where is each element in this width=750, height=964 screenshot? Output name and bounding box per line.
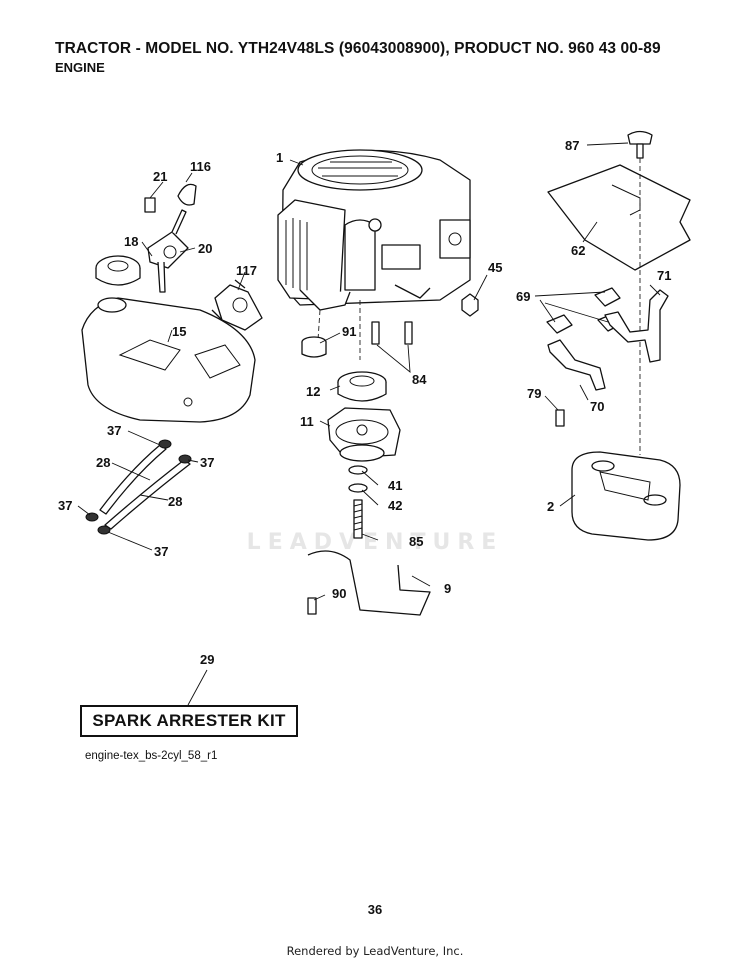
callout-9: 9: [444, 581, 451, 596]
callout-41: 41: [388, 478, 402, 493]
callout-84: 84: [412, 372, 427, 387]
leader-lines: [77, 142, 661, 706]
callout-79: 79: [527, 386, 541, 401]
callout-91: 91: [342, 324, 356, 339]
page-number: 36: [367, 902, 383, 917]
diagram-filename: engine-tex_bs-2cyl_58_r1: [85, 750, 218, 762]
bushing[interactable]: [301, 336, 327, 358]
callout-117: 117: [236, 263, 257, 278]
callout-12: 12: [306, 384, 320, 399]
callout-labels: 1 2 9 11 12 15 18 20 21 28 28 29 37 37 3…: [58, 138, 671, 667]
callout-116: 116: [190, 159, 211, 174]
callout-69: 69: [516, 289, 530, 304]
callout-45: 45: [488, 260, 502, 275]
exhaust-screw[interactable]: [555, 409, 565, 427]
fuel-tank[interactable]: [81, 297, 256, 423]
spark-arrester-kit-box[interactable]: SPARK ARRESTER KIT: [80, 705, 298, 737]
muffler-heat-shield[interactable]: [547, 130, 691, 271]
footer-credit: Rendered by LeadVenture, Inc.: [286, 944, 464, 958]
watermark: LEADVENTURE: [246, 530, 504, 555]
callout-70: 70: [590, 399, 604, 414]
page-title: TRACTOR - MODEL NO. YTH24V48LS (96043008…: [55, 40, 661, 57]
engine-bolts[interactable]: [371, 321, 413, 345]
page-subtitle: ENGINE: [55, 60, 105, 75]
exhaust-pipes[interactable]: [547, 289, 669, 391]
callout-11: 11: [300, 414, 314, 429]
callout-1: 1: [276, 150, 283, 165]
page-header: TRACTOR - MODEL NO. YTH24V48LS (96043008…: [55, 40, 661, 75]
engine-assembly[interactable]: [277, 149, 471, 311]
fuel-lines[interactable]: [85, 439, 192, 535]
callout-90: 90: [332, 586, 346, 601]
fuel-valve[interactable]: [211, 279, 263, 331]
callout-28-lower: 28: [168, 494, 182, 509]
callout-2: 2: [547, 499, 554, 514]
callout-21: 21: [153, 169, 167, 184]
callout-62: 62: [571, 243, 585, 258]
engine-pulley[interactable]: [337, 371, 387, 402]
callout-85: 85: [409, 534, 423, 549]
callout-29: 29: [200, 652, 214, 667]
callout-18: 18: [124, 234, 138, 249]
clutch-hardware[interactable]: [348, 465, 368, 539]
callout-15: 15: [172, 324, 186, 339]
callout-28-upper: 28: [96, 455, 110, 470]
callout-71: 71: [657, 268, 671, 283]
spark-arrester-kit-label: SPARK ARRESTER KIT: [92, 711, 286, 730]
pto-clutch[interactable]: [327, 407, 401, 462]
callout-37-c: 37: [58, 498, 72, 513]
callout-37-b: 37: [200, 455, 214, 470]
callout-37-a: 37: [107, 423, 121, 438]
bracket-rod[interactable]: [307, 550, 431, 616]
muffler[interactable]: [571, 451, 681, 541]
callout-87: 87: [565, 138, 579, 153]
fuel-shutoff-valve[interactable]: [144, 183, 197, 293]
callout-37-d: 37: [154, 544, 168, 559]
fuel-cap[interactable]: [95, 255, 141, 286]
callout-42: 42: [388, 498, 402, 513]
callout-20: 20: [198, 241, 212, 256]
